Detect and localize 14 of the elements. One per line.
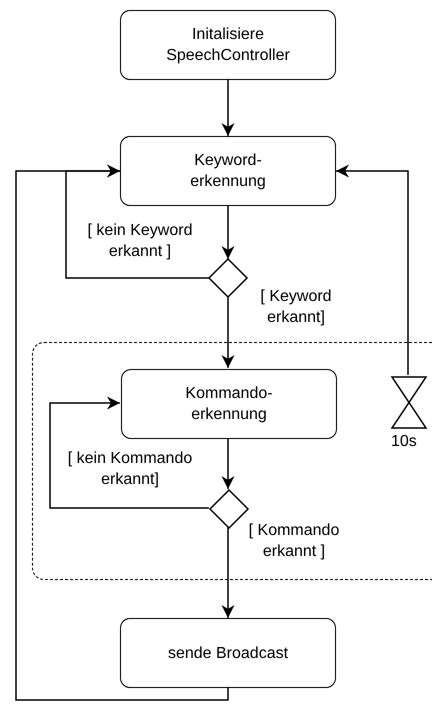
arrow xyxy=(222,80,234,136)
arrow xyxy=(49,396,209,509)
action-box: Kommando- erkennung xyxy=(121,369,337,439)
arrow xyxy=(222,297,234,368)
action-box: Initalisiere SpeechController xyxy=(120,10,336,80)
timer-label: 10s xyxy=(391,433,417,451)
action-box: Keyword- erkennung xyxy=(120,136,336,206)
arrow xyxy=(222,527,234,618)
arrow xyxy=(336,164,409,375)
arrow xyxy=(222,206,234,259)
interruptible-region xyxy=(32,342,432,580)
arrow xyxy=(15,164,229,701)
action-box: sende Broadcast xyxy=(120,618,336,688)
arrow xyxy=(222,438,234,489)
